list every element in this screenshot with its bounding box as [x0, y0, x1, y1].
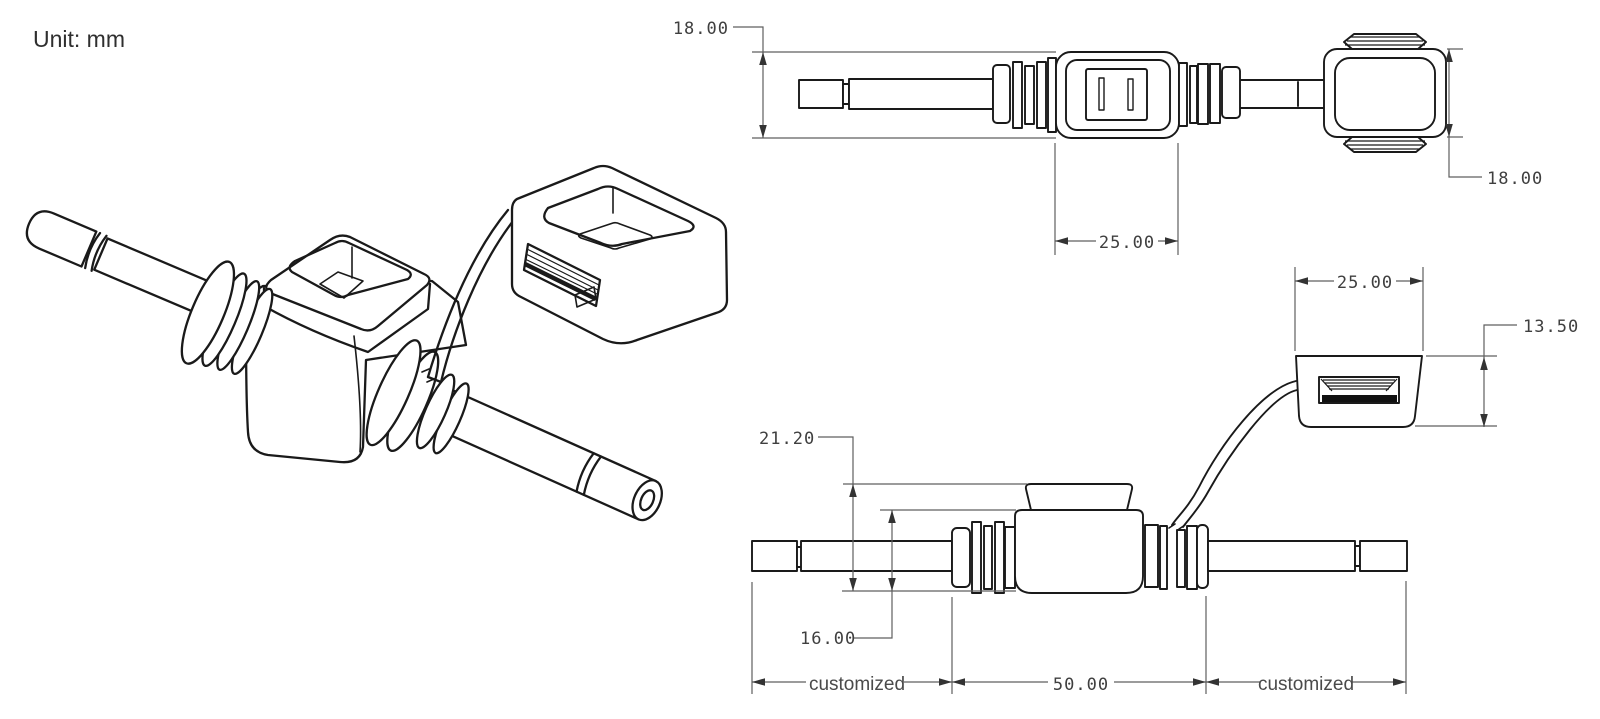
- top-left-tube: [848, 78, 994, 110]
- iso-cable-joint: [84, 231, 102, 270]
- top-blade-slot: [1127, 78, 1134, 111]
- side-cover: [1024, 483, 1134, 511]
- dim-side-right-lead: customized: [1258, 674, 1354, 695]
- iso-lower-cable: [427, 385, 663, 522]
- iso-left-ribs: [180, 260, 274, 376]
- iso-cable-ferrule: [25, 210, 98, 268]
- isometric-view: [25, 164, 729, 522]
- iso-cap-slot: [522, 242, 602, 308]
- iso-cap-inner-hole: [577, 221, 653, 250]
- top-blade-slot: [1098, 77, 1105, 111]
- side-dimensions: 21.20 16.00 25.00 13.50: [751, 267, 1579, 695]
- dim-side-body-height: 16.00: [800, 629, 856, 649]
- top-view: 18.00 25.00 18.00: [673, 19, 1543, 255]
- unit-label: Unit: mm: [33, 26, 125, 52]
- iso-cap: [510, 164, 729, 345]
- dim-side-cap-width: 25.00: [1337, 273, 1393, 293]
- top-strap: [1240, 79, 1326, 109]
- side-right-tube: [1207, 540, 1356, 572]
- dim-top-body-width: 25.00: [1099, 233, 1155, 253]
- iso-cap-outline: [510, 164, 729, 345]
- iso-cap-rim: [543, 185, 695, 247]
- top-left-collar: [992, 64, 1011, 124]
- iso-tube-bore: [639, 489, 656, 512]
- side-parts: [751, 355, 1423, 594]
- side-left-ferrule: [751, 540, 798, 572]
- iso-tube-end: [631, 479, 663, 522]
- dim-side-cap-height: 13.50: [1523, 317, 1579, 337]
- side-cap-slot: [1318, 376, 1400, 404]
- dim-top-height: 18.00: [673, 19, 729, 39]
- side-body: [1014, 509, 1144, 594]
- top-body: [1055, 51, 1180, 139]
- side-view: 21.20 16.00 25.00 13.50: [751, 267, 1579, 695]
- iso-strap: [421, 208, 519, 384]
- side-right-ferrule: [1359, 540, 1408, 572]
- side-strap: [1168, 380, 1298, 530]
- dim-side-overall-height: 21.20: [759, 429, 815, 449]
- dim-top-cap-height: 18.00: [1487, 169, 1543, 189]
- top-cap: [1323, 33, 1447, 153]
- iso-right-ribs: [365, 339, 470, 455]
- top-dimensions: 18.00 25.00 18.00: [673, 19, 1543, 255]
- side-left-tube: [800, 540, 953, 572]
- dim-side-left-lead: customized: [809, 674, 905, 695]
- top-parts: [798, 33, 1447, 153]
- iso-socket-hole: [319, 271, 364, 299]
- top-left-ferrule: [798, 79, 844, 109]
- iso-body-crease: [353, 335, 362, 453]
- top-socket-face: [1085, 68, 1148, 121]
- side-cap: [1295, 355, 1423, 428]
- dim-side-holder-length: 50.00: [1053, 675, 1109, 695]
